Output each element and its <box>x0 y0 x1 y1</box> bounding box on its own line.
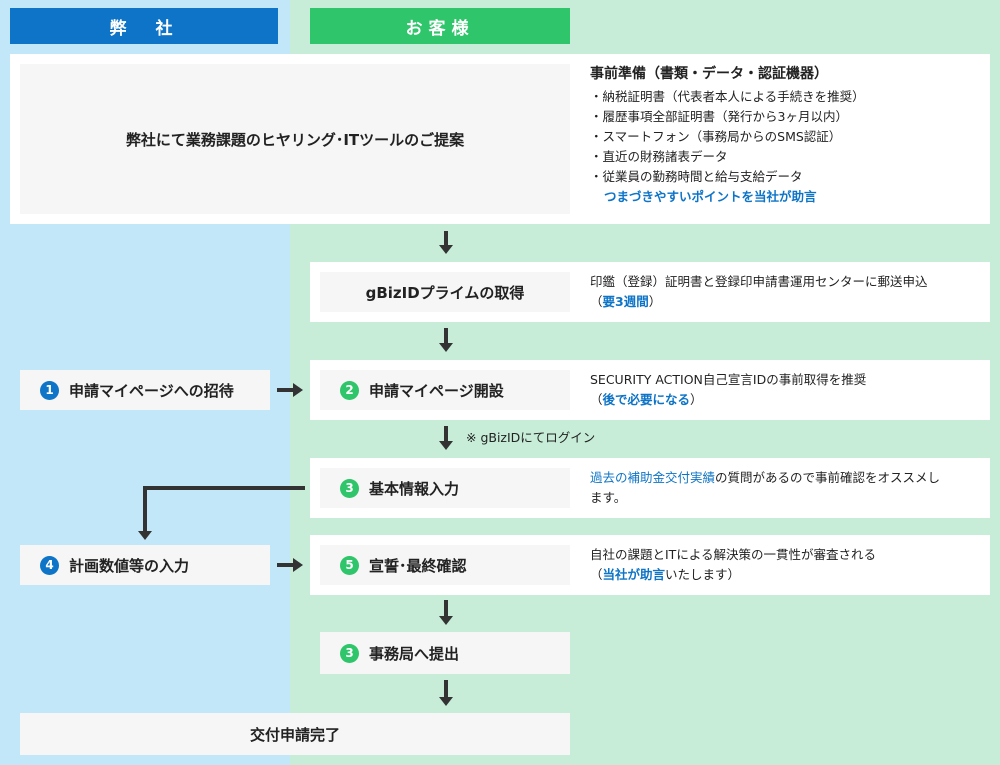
confirm-note-line2: （当社が助言いたします） <box>590 567 741 582</box>
preparation-title: 事前準備（書類・データ・認証機器） <box>590 66 828 82</box>
submit-label: 事務局へ提出 <box>369 644 460 663</box>
invite-box: 1 申請マイページへの招待 <box>20 370 270 410</box>
gbiz-note-line2: （要3週間） <box>590 294 662 309</box>
mypage-note-highlight: 後で必要になる <box>602 392 691 407</box>
proposal-label: 弊社にて業務課題のヒヤリング･ITツールのご提案 <box>125 130 465 149</box>
plan-input-label: 計画数値等の入力 <box>69 556 190 575</box>
confirm-box: 5 宣誓･最終確認 <box>320 545 570 585</box>
invite-label: 申請マイページへの招待 <box>69 381 234 400</box>
confirm-note-line1: 自社の課題とITによる解決策の一貫性が審査される <box>590 547 876 562</box>
step-number-badge: 3 <box>340 643 359 663</box>
basic-info-note-line2: ます。 <box>590 490 627 505</box>
complete-box: 交付申請完了 <box>20 713 570 755</box>
basic-info-note-line1: 過去の補助金交付実績の質問があるので事前確認をオススメし <box>590 470 941 485</box>
prep-item-smartphone: スマートフォン（事務局からのSMS認証） <box>590 127 985 147</box>
gbiz-note-line1: 印鑑（登録）証明書と登録印申請書運用センターに郵送申込 <box>590 274 928 289</box>
basic-info-label: 基本情報入力 <box>369 479 460 498</box>
gbiz-label: gBizIDプライムの取得 <box>365 283 525 302</box>
prep-item-financial-data: 直近の財務諸表データ <box>590 147 985 167</box>
basic-info-note: 過去の補助金交付実績の質問があるので事前確認をオススメし ます。 <box>590 468 985 508</box>
connector-vertical <box>143 486 147 531</box>
step-number-badge: 5 <box>340 555 359 575</box>
preparation-notes: 事前準備（書類・データ・認証機器） 納税証明書（代表者本人による手続きを推奨） … <box>590 64 985 207</box>
company-column-header: 弊 社 <box>10 8 278 44</box>
login-note: ※ gBizIDにてログイン <box>466 430 596 445</box>
mypage-note: SECURITY ACTION自己宣言IDの事前取得を推奨 （後で必要になる） <box>590 370 985 410</box>
step-number-badge: 3 <box>340 478 359 498</box>
prep-item-registry-certificate: 履歴事項全部証明書（発行から3ヶ月以内） <box>590 107 985 127</box>
complete-label: 交付申請完了 <box>249 725 340 744</box>
proposal-box: 弊社にて業務課題のヒヤリング･ITツールのご提案 <box>20 64 570 214</box>
connector-horizontal <box>143 486 305 490</box>
step-number-badge: 4 <box>40 555 59 575</box>
prep-item-tax-certificate: 納税証明書（代表者本人による手続きを推奨） <box>590 87 985 107</box>
mypage-note-line2: （後で必要になる） <box>590 392 703 407</box>
submit-box: 3 事務局へ提出 <box>320 632 570 674</box>
customer-column-header: お客様 <box>310 8 570 44</box>
plan-input-box: 4 計画数値等の入力 <box>20 545 270 585</box>
prep-tip: つまづきやすいポイントを当社が助言 <box>604 189 817 204</box>
gbiz-note-highlight: 要3週間 <box>602 294 649 309</box>
prep-item-payroll-data: 従業員の勤務時間と給与支給データ <box>590 167 985 187</box>
basic-info-note-highlight: 過去の補助金交付実績 <box>590 470 716 485</box>
mypage-note-line1: SECURITY ACTION自己宣言IDの事前取得を推奨 <box>590 372 867 387</box>
mypage-label: 申請マイページ開設 <box>369 381 504 400</box>
gbiz-box: gBizIDプライムの取得 <box>320 272 570 312</box>
basic-info-box: 3 基本情報入力 <box>320 468 570 508</box>
confirm-note: 自社の課題とITによる解決策の一貫性が審査される （当社が助言いたします） <box>590 545 985 585</box>
confirm-note-highlight: 当社が助言 <box>602 567 666 582</box>
confirm-label: 宣誓･最終確認 <box>369 556 467 575</box>
mypage-box: 2 申請マイページ開設 <box>320 370 570 410</box>
step-number-badge: 1 <box>40 380 59 400</box>
step-number-badge: 2 <box>340 380 359 400</box>
gbiz-note: 印鑑（登録）証明書と登録印申請書運用センターに郵送申込 （要3週間） <box>590 272 985 312</box>
